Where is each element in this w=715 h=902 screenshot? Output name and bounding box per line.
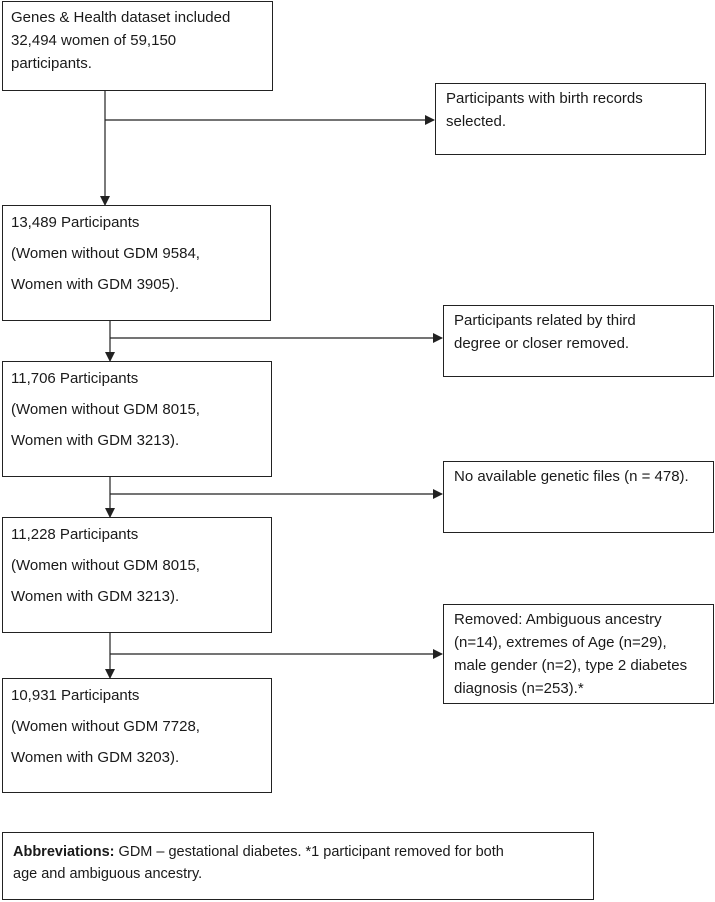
box-step-3-line-2: (Women without GDM 8015, <box>11 557 200 574</box>
box-side-2: Participants related by third degree or … <box>443 305 714 377</box>
box-step-2-line-2: (Women without GDM 8015, <box>11 401 200 418</box>
abbreviations-label: Abbreviations: <box>13 844 115 860</box>
box-side-3: No available genetic files (n = 478). <box>443 461 714 533</box>
box-step-3-line-1: 11,228 Participants <box>11 526 139 543</box>
box-step-1-line-1: 13,489 Participants <box>11 214 140 231</box>
box-side-1-line-2: selected. <box>446 113 507 130</box>
box-step-2-line-1: 11,706 Participants <box>11 370 139 387</box>
box-side-2-line-1: Participants related by third <box>454 312 636 329</box>
box-step-4-line-3: Women with GDM 3203). <box>11 749 180 766</box>
box-step-3-line-3: Women with GDM 3213). <box>11 588 180 605</box>
box-step-1: 13,489 Participants (Women without GDM 9… <box>2 205 271 321</box>
box-step-1-line-2: (Women without GDM 9584, <box>11 245 200 262</box>
box-side-4-line-1: Removed: Ambiguous ancestry <box>454 611 662 628</box>
abbreviations-text: GDM – gestational diabetes. *1 participa… <box>114 844 504 860</box>
box-step-3: 11,228 Participants (Women without GDM 8… <box>2 517 272 633</box>
box-step-4-line-2: (Women without GDM 7728, <box>11 718 200 735</box>
abbreviations-box: Abbreviations: GDM – gestational diabete… <box>2 832 594 900</box>
box-start-line-1: Genes & Health dataset included <box>11 9 231 26</box>
box-side-4-line-3: male gender (n=2), type 2 diabetes <box>454 657 688 674</box>
box-side-4-line-4: diagnosis (n=253).* <box>454 680 584 697</box>
box-side-1: Participants with birth records selected… <box>435 83 706 155</box>
box-side-1-line-1: Participants with birth records <box>446 90 643 107</box>
box-side-4: Removed: Ambiguous ancestry (n=14), extr… <box>443 604 714 704</box>
box-side-3-line-1: No available genetic files (n = 478). <box>454 468 689 485</box>
box-start: Genes & Health dataset included 32,494 w… <box>2 1 273 91</box>
box-step-1-line-3: Women with GDM 3905). <box>11 276 180 293</box>
box-step-4-line-1: 10,931 Participants <box>11 687 140 704</box>
box-step-2-line-3: Women with GDM 3213). <box>11 432 180 449</box>
box-step-4: 10,931 Participants (Women without GDM 7… <box>2 678 272 793</box>
abbreviations-line-2: age and ambiguous ancestry. <box>13 866 203 882</box>
box-step-2: 11,706 Participants (Women without GDM 8… <box>2 361 272 477</box>
box-side-2-line-2: degree or closer removed. <box>454 335 630 352</box>
box-side-4-line-2: (n=14), extremes of Age (n=29), <box>454 634 667 651</box>
abbreviations-line-1: Abbreviations: GDM – gestational diabete… <box>13 841 583 863</box>
box-start-line-2: 32,494 women of 59,150 <box>11 32 177 49</box>
box-start-line-3: participants. <box>11 55 92 72</box>
